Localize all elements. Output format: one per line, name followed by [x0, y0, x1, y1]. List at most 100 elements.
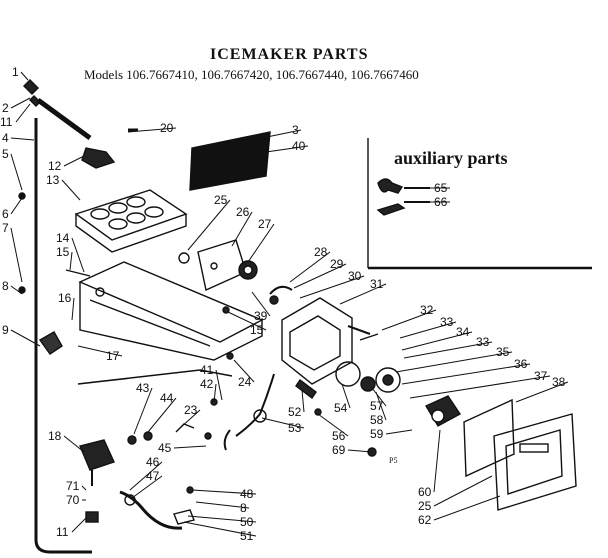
auxiliary-parts-box	[367, 138, 592, 270]
callout-label: 2	[2, 101, 9, 115]
callout-leader	[147, 397, 177, 433]
callout-label: 28	[314, 245, 328, 259]
callout-leader	[61, 179, 81, 201]
aux-valve-65	[377, 178, 404, 194]
callout-leader	[81, 485, 87, 491]
callout-label: 56	[332, 429, 346, 443]
callout-leader	[289, 251, 331, 283]
callout-label: 15	[56, 245, 70, 259]
callout-leader	[77, 345, 123, 357]
callout-label: 24	[238, 375, 252, 389]
callout-leader	[20, 71, 29, 81]
callout-leader	[71, 237, 85, 273]
footnote-mark: P5	[389, 456, 398, 465]
callout-label: 48	[240, 487, 254, 501]
callout-label: 43	[136, 381, 150, 395]
callout-leader	[69, 251, 73, 271]
callout-leader	[401, 331, 473, 351]
callout-leader	[71, 297, 75, 321]
callout-leader	[187, 199, 231, 251]
callout-leader	[195, 501, 250, 509]
callout-leader	[10, 329, 41, 347]
callout-label: 41	[200, 363, 214, 377]
callout-leader	[10, 153, 23, 191]
callout-leader	[265, 145, 309, 153]
callout-leader	[10, 97, 31, 109]
callout-leader	[395, 351, 513, 373]
callout-label: 39	[254, 309, 268, 323]
callout-leader	[339, 283, 387, 305]
callout-label: 11	[56, 525, 69, 539]
callout-label: 45	[158, 441, 172, 455]
water-valve	[79, 439, 195, 530]
callout-leader	[129, 461, 163, 491]
callout-leader	[215, 369, 223, 401]
callout-label: 18	[48, 429, 62, 443]
callout-leader	[247, 223, 275, 263]
fill-tube	[18, 79, 116, 554]
callout-label: 37	[534, 369, 548, 383]
motor-assembly	[295, 325, 401, 400]
callout-leader	[433, 429, 441, 493]
callout-leader	[341, 383, 351, 409]
callout-leader	[10, 285, 23, 295]
callout-leader	[261, 129, 302, 139]
callout-leader	[213, 383, 217, 403]
callout-label: 57	[370, 399, 384, 413]
callout-leader	[293, 263, 347, 289]
callout-label: 40	[292, 139, 306, 153]
callout-label: 33	[440, 315, 454, 329]
callout-leader	[347, 449, 373, 453]
callout-label: 7	[2, 221, 9, 235]
aux-fitting-66	[376, 203, 406, 216]
callout-label: 12	[48, 159, 62, 173]
callout-leader	[375, 391, 387, 421]
icemaker-housing	[65, 261, 264, 361]
callout-label: 20	[160, 121, 174, 135]
callout-label: 52	[288, 405, 302, 419]
callout-label: 8	[240, 501, 247, 515]
callout-leader	[10, 137, 35, 141]
callout-label: 32	[420, 303, 434, 317]
callout-label: 44	[160, 391, 174, 405]
callout-leader	[183, 521, 257, 537]
callout-label: 38	[552, 375, 566, 389]
callout-leader	[63, 435, 85, 453]
callout-label: 58	[370, 413, 384, 427]
callout-label: 70	[66, 493, 80, 507]
callout-leader	[63, 155, 85, 167]
wiring-harness	[77, 369, 275, 451]
callout-leader	[127, 127, 177, 133]
bracket-12	[81, 147, 116, 169]
callout-label: 53	[288, 421, 302, 435]
callout-label: 26	[236, 205, 250, 219]
callout-label: 54	[334, 401, 348, 415]
callout-leader	[403, 341, 493, 359]
callout-label: 17	[106, 349, 120, 363]
callout-leader	[433, 475, 493, 507]
callout-label: 42	[200, 377, 214, 391]
callout-label: 6	[2, 207, 9, 221]
callout-leader	[381, 309, 437, 331]
callout-leader	[317, 413, 349, 437]
callout-label: 23	[184, 403, 198, 417]
callout-label: 4	[2, 131, 9, 145]
callout-label: 14	[56, 231, 70, 245]
callout-leader	[515, 381, 569, 403]
callout-leader	[231, 211, 253, 247]
callout-leader	[179, 409, 201, 429]
callout-leader	[261, 417, 305, 429]
callout-leader	[133, 387, 153, 435]
callout-label: 65	[434, 181, 448, 195]
callout-label: 16	[58, 291, 72, 305]
callout-label: 59	[370, 427, 384, 441]
models-line: Models 106.7667410, 106.7667420, 106.766…	[84, 67, 419, 82]
callout-leader	[233, 359, 255, 383]
callout-label: 69	[332, 443, 346, 457]
callout-leader	[173, 445, 207, 449]
callout-label: 1	[12, 65, 19, 79]
callout-leader	[399, 321, 457, 339]
callout-leader	[10, 227, 23, 283]
